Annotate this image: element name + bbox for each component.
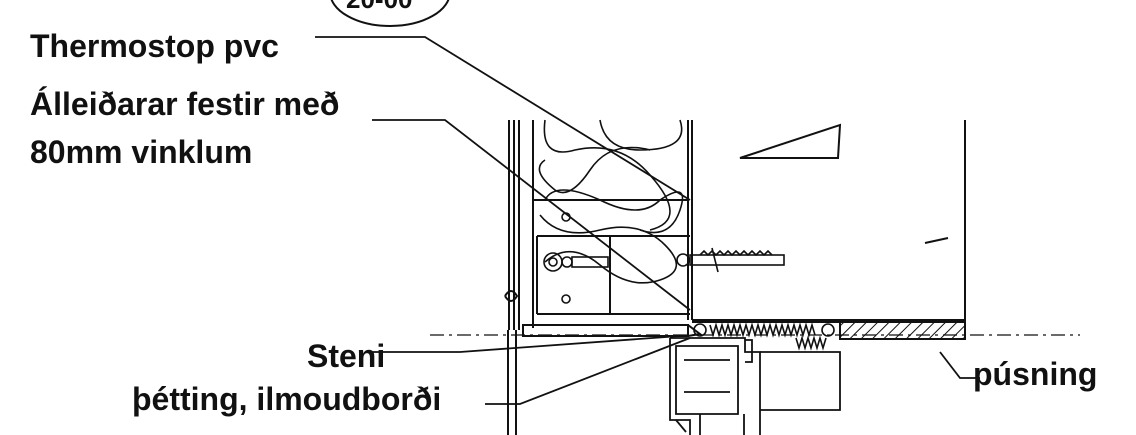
alleidarar-label-line1: Álleiðarar festir með bbox=[30, 86, 340, 122]
leader-lines bbox=[315, 36, 980, 405]
sealing-strip bbox=[693, 322, 835, 351]
reference-circle-label: 20-00 bbox=[346, 0, 413, 12]
concrete-wall bbox=[691, 120, 966, 323]
alleidarar-label-line2: 80mm vinklum bbox=[30, 134, 253, 170]
insulation-batt bbox=[538, 119, 684, 284]
pusning-label: púsning bbox=[973, 356, 1098, 392]
steni-panel bbox=[522, 324, 703, 337]
petting-label: þétting, ilmoudborði bbox=[132, 381, 442, 417]
fasteners bbox=[543, 212, 690, 304]
anchor-bolt bbox=[689, 247, 785, 273]
steni-label: Steni bbox=[307, 338, 386, 374]
reference-circle bbox=[330, 0, 450, 27]
plaster-hatch bbox=[839, 321, 966, 340]
thermostop-label: Thermostop pvc bbox=[30, 28, 279, 64]
window-frame-profile bbox=[669, 337, 841, 435]
